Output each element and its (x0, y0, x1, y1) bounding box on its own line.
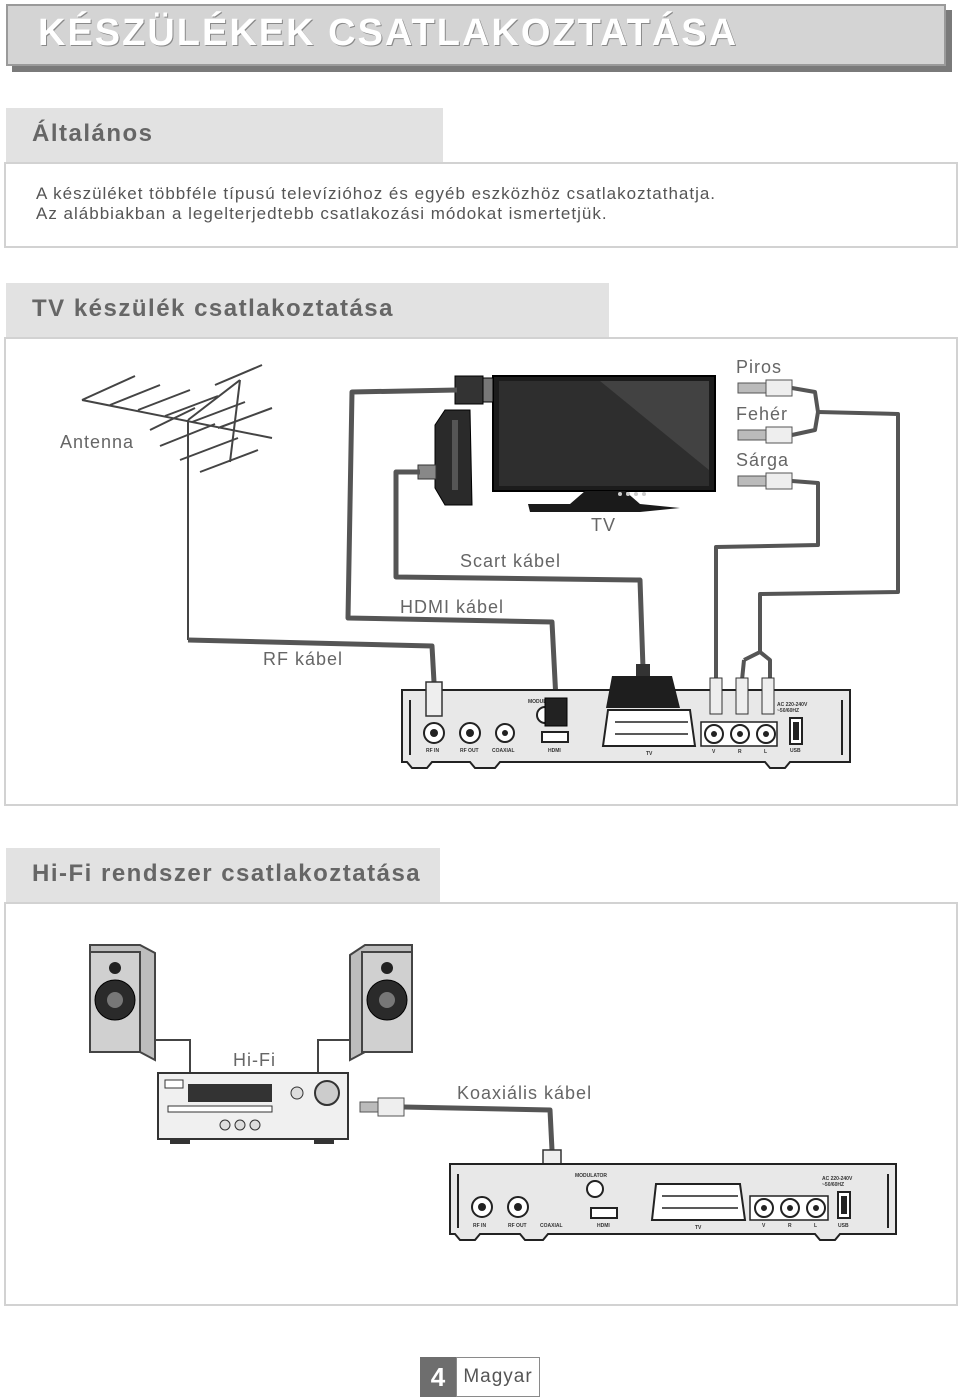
label-r-2: R (788, 1223, 792, 1229)
page-title: KÉSZÜLÉKEK CSATLAKOZTATÁSA (38, 12, 739, 54)
page-number: 4 (420, 1357, 456, 1397)
general-box: A készüléket többféle típusú televízióho… (4, 162, 958, 248)
rca-cables (714, 386, 900, 681)
label-coaxial: COAXIAL (492, 748, 515, 754)
language-label: Magyar (456, 1357, 540, 1397)
label-v: V (712, 749, 716, 755)
label-modulator: MODULATOR (528, 699, 560, 705)
label-white: Fehér (736, 404, 789, 424)
label-usb-2: USB (838, 1223, 849, 1229)
label-l: L (764, 749, 767, 755)
label-modulator-2: MODULATOR (575, 1173, 607, 1179)
label-power2-2: ~50/60HZ (822, 1182, 844, 1188)
hifi-heading: Hi-Fi rendszer csatlakoztatása (32, 860, 422, 887)
page-title-bar: KÉSZÜLÉKEK CSATLAKOZTATÁSA (6, 4, 946, 66)
label-coax-cable: Koaxiális kábel (457, 1083, 593, 1103)
label-rf-in: RF IN (426, 748, 439, 754)
hifi-amplifier-icon (157, 1072, 349, 1144)
hifi-heading-bar: Hi-Fi rendszer csatlakoztatása (6, 848, 440, 902)
general-heading: Általános (32, 120, 154, 147)
left-speaker-icon (89, 944, 156, 1062)
label-power2: ~50/60HZ (777, 708, 799, 714)
label-hdmi-2: HDMI (597, 1223, 610, 1229)
general-text-line1: A készüléket többféle típusú televízióho… (36, 184, 717, 203)
label-v-2: V (762, 1223, 766, 1229)
rf-cable (187, 637, 437, 683)
label-tv-caption: TV (591, 515, 617, 535)
label-coaxial-2: COAXIAL (540, 1223, 563, 1229)
scart-cable (393, 469, 646, 669)
label-rf-in-2: RF IN (473, 1223, 486, 1229)
antenna-icon (81, 364, 273, 640)
right-speaker-icon (349, 944, 413, 1062)
tv-heading: TV készülék csatlakoztatása (32, 295, 395, 322)
label-power1: AC 220-240V (777, 702, 808, 708)
rca-plugs-tv-side (737, 379, 793, 490)
tv-heading-bar: TV készülék csatlakoztatása (6, 283, 609, 337)
label-rf-out-2: RF OUT (508, 1223, 527, 1229)
label-antenna: Antenna (60, 432, 135, 452)
label-l-2: L (814, 1223, 817, 1229)
tv-icon (492, 375, 716, 512)
label-yellow: Sárga (736, 450, 790, 470)
label-hdmi-cable: HDMI kábel (400, 597, 505, 617)
tv-side-connectors (417, 375, 494, 506)
general-heading-bar: Általános (6, 108, 443, 162)
speaker-wires (155, 1039, 350, 1075)
hdmi-cable (345, 387, 559, 701)
label-r: R (738, 749, 742, 755)
label-tv: TV (646, 751, 653, 757)
label-hifi: Hi-Fi (233, 1050, 276, 1070)
label-rf-cable: RF kábel (263, 649, 344, 669)
label-hdmi: HDMI (548, 748, 561, 754)
label-red: Piros (736, 357, 783, 377)
label-power1-2: AC 220-240V (822, 1176, 853, 1182)
label-scart-cable: Scart kábel (460, 551, 562, 571)
label-rf-out: RF OUT (460, 748, 479, 754)
label-usb: USB (790, 748, 801, 754)
general-text-line2: Az alábbiakban a legelterjedtebb csatlak… (36, 204, 608, 223)
label-tv-2: TV (695, 1225, 702, 1231)
receiver-plugs (425, 664, 775, 727)
receiver-back-panel-hifi: RF IN RF OUT COAXIAL MODULATOR HDMI TV V… (449, 1163, 897, 1241)
